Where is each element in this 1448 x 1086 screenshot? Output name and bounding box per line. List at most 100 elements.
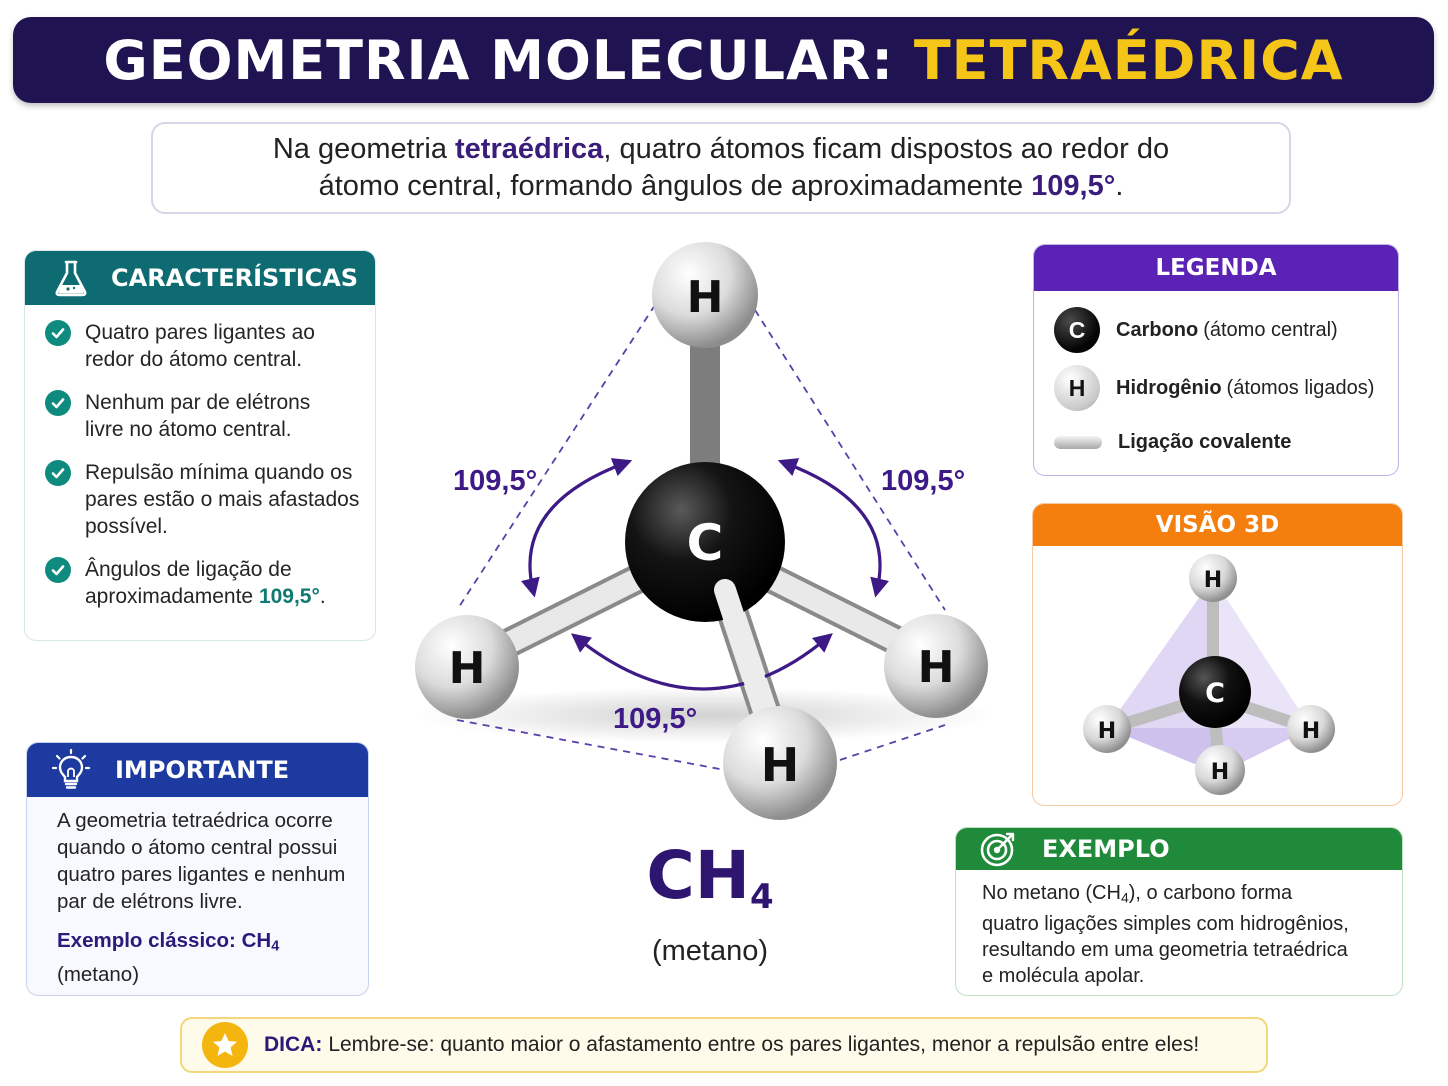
legend-item-bond: Ligação covalente [1054, 431, 1296, 454]
intro-line1: Na geometria tetraédrica, quatro átomos … [273, 131, 1169, 168]
carbon-atom-small: C [1179, 656, 1251, 728]
dica-label: DICA: [264, 1033, 323, 1056]
lightbulb-icon [51, 748, 91, 792]
carbon-atom: C [625, 462, 785, 622]
visao-3d-title: VISÃO 3D [1155, 512, 1280, 538]
exemplo-header: EXEMPLO [956, 828, 1402, 870]
legend-label: Hidrogênio [1116, 376, 1222, 399]
atom-symbol: H [1098, 719, 1116, 744]
list-item-text: Ângulos de ligação de [85, 558, 292, 581]
legend-desc: (átomos ligados) [1226, 376, 1375, 399]
legend-label: Ligação covalente [1118, 431, 1292, 453]
atom-symbol: H [761, 738, 800, 792]
atom-symbol: C [1205, 678, 1225, 709]
carbon-atom-icon: C [1054, 307, 1100, 353]
atom-symbol: C [1068, 316, 1086, 343]
tetrahedral-molecule-diagram: 109,5° 109,5° 109,5° H H H C H [415, 242, 995, 820]
caracteristicas-header: CARACTERÍSTICAS [25, 251, 375, 305]
list-item-text: possível. [85, 515, 168, 538]
legend-item-hydrogen: H Hidrogênio (átomos ligados) [1054, 365, 1374, 411]
visao-3d-card: VISÃO 3D H H H C H [1032, 503, 1403, 806]
legenda-header: LEGENDA [1034, 245, 1398, 291]
legend-label: Carbono [1116, 318, 1199, 341]
legend-desc: (átomo central) [1203, 318, 1338, 341]
importante-text: A geometria tetraédrica ocorre [57, 809, 333, 832]
legenda-card: LEGENDA C Carbono (átomo central) H Hidr… [1033, 244, 1399, 476]
importante-card: IMPORTANTE A geometria tetraédrica ocorr… [26, 742, 369, 996]
hydrogen-atom-right: H [884, 614, 988, 718]
hydrogen-atom-small: H [1083, 705, 1131, 753]
legend-item-carbon: C Carbono (átomo central) [1054, 307, 1338, 353]
molecule-3d-view: H H H C H [1083, 554, 1335, 795]
molecule-shadow [415, 687, 995, 743]
star-icon [202, 1022, 248, 1068]
importante-title: IMPORTANTE [115, 756, 290, 784]
intro-angle: 109,5° [1031, 170, 1116, 202]
angle-arcs [521, 458, 889, 691]
dica-banner: DICA: Lembre-se: quanto maior o afastame… [180, 1017, 1268, 1073]
atom-symbol: H [449, 643, 486, 694]
atom-symbol: H [687, 272, 724, 323]
importante-text: quatro pares ligantes e nenhum [57, 863, 346, 886]
title-part2: TETRAÉDRICA [913, 28, 1344, 92]
list-item-text: pares estão o mais afastados [85, 488, 360, 511]
hydrogen-atom-small: H [1287, 705, 1335, 753]
intro-text: átomo central, formando ângulos de aprox… [318, 170, 1032, 202]
formula-main: CH [646, 837, 750, 914]
exemplo-card: EXEMPLO No metano (CH4), o carbono forma… [955, 827, 1403, 996]
list-item-text: livre no átomo central. [85, 418, 292, 441]
page-title: GEOMETRIA MOLECULAR: TETRAÉDRICA [103, 29, 1343, 92]
atom-symbol: H [1211, 760, 1229, 785]
atom-symbol: H [1302, 719, 1320, 744]
exemplo-text: No metano (CH [982, 882, 1121, 904]
list-item: Repulsão mínima quando os pares estão o m… [45, 459, 365, 540]
list-item: Nenhum par de elétrons livre no átomo cen… [45, 389, 365, 443]
exemplo-body: No metano (CH4), o carbono forma quatro … [956, 870, 1402, 989]
atom-symbol: C [687, 514, 724, 572]
check-icon [45, 320, 71, 346]
atom-symbol: H [918, 642, 955, 693]
legenda-title: LEGENDA [1155, 255, 1277, 281]
angle-label-bottom: 109,5° [613, 703, 697, 735]
exemplo-subscript: 4 [1120, 889, 1129, 906]
caracteristicas-card: CARACTERÍSTICAS Quatro pares ligantes ao… [24, 250, 376, 641]
list-item-text: Repulsão mínima quando os [85, 461, 353, 484]
atom-symbol: H [1204, 568, 1222, 593]
check-icon [45, 390, 71, 416]
formula-subscript: 4 [750, 877, 774, 917]
hydrogen-atom-small: H [1195, 745, 1245, 795]
exemplo-title: EXEMPLO [1042, 835, 1170, 863]
intro-box: Na geometria tetraédrica, quatro átomos … [151, 122, 1291, 214]
check-icon [45, 460, 71, 486]
list-item-text: redor do átomo central. [85, 348, 303, 371]
title-banner: GEOMETRIA MOLECULAR: TETRAÉDRICA [13, 17, 1434, 103]
angle-label-left: 109,5° [453, 465, 537, 497]
importante-text: par de elétrons livre. [57, 890, 243, 913]
intro-highlight: tetraédrica [455, 133, 604, 165]
dica-text: Lembre-se: quanto maior o afastamento en… [328, 1033, 1200, 1056]
molecule-formula: CH4 (metano) [600, 837, 820, 968]
list-item-text: Nenhum par de elétrons [85, 391, 311, 414]
hydrogen-atom-front: H [714, 579, 837, 820]
example-label: Exemplo clássico: CH [57, 929, 272, 952]
atom-symbol: H [1068, 374, 1086, 401]
angle-highlight: 109,5° [258, 585, 320, 608]
importante-body: A geometria tetraédrica ocorre quando o … [27, 797, 368, 988]
exemplo-text: e molécula apolar. [982, 964, 1145, 987]
exemplo-text: resultando em uma geometria tetraédrica [982, 938, 1348, 961]
flask-icon [53, 258, 89, 298]
intro-text: , quatro átomos ficam dispostos ao redor… [603, 133, 1170, 165]
importante-example: Exemplo clássico: CH4 [57, 927, 352, 961]
importante-header: IMPORTANTE [27, 743, 368, 797]
hydrogen-atom-icon: H [1054, 365, 1100, 411]
exemplo-text: ), o carbono forma [1128, 882, 1293, 904]
intro-text: Na geometria [272, 133, 456, 165]
formula-name: (metano) [651, 935, 769, 967]
caracteristicas-title: CARACTERÍSTICAS [111, 264, 359, 292]
hydrogen-atom-small: H [1189, 554, 1237, 602]
importante-text: quando o átomo central possui [57, 836, 338, 859]
title-part1: GEOMETRIA MOLECULAR: [103, 28, 895, 92]
